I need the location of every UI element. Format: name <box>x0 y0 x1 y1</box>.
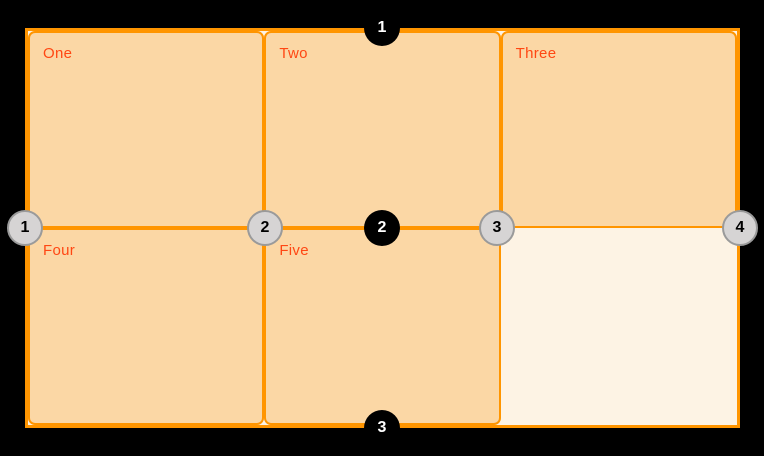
grid-cell-empty <box>501 228 737 425</box>
row-line-badge-1: 1 <box>364 10 400 46</box>
column-line-badge-1: 1 <box>7 210 43 246</box>
grid-cell-one: One <box>28 31 265 228</box>
row-line-badge-2: 2 <box>364 210 400 246</box>
row-line-badge-3: 3 <box>364 410 400 446</box>
column-line-badge-2: 2 <box>247 210 283 246</box>
cell-label-five: Five <box>279 242 309 259</box>
cell-label-two: Two <box>279 45 308 62</box>
grid-cell-three: Three <box>500 31 737 228</box>
column-line-badge-4: 4 <box>722 210 758 246</box>
grid-cell-two: Two <box>264 31 501 228</box>
column-line-badge-3: 3 <box>479 210 515 246</box>
cell-label-three: Three <box>515 45 557 62</box>
grid-cell-five: Five <box>264 228 501 425</box>
grid-container: One Two Three Four Five <box>25 28 740 428</box>
cell-label-four: Four <box>43 242 76 259</box>
cell-label-one: One <box>43 45 73 62</box>
grid-cell-four: Four <box>28 228 265 425</box>
